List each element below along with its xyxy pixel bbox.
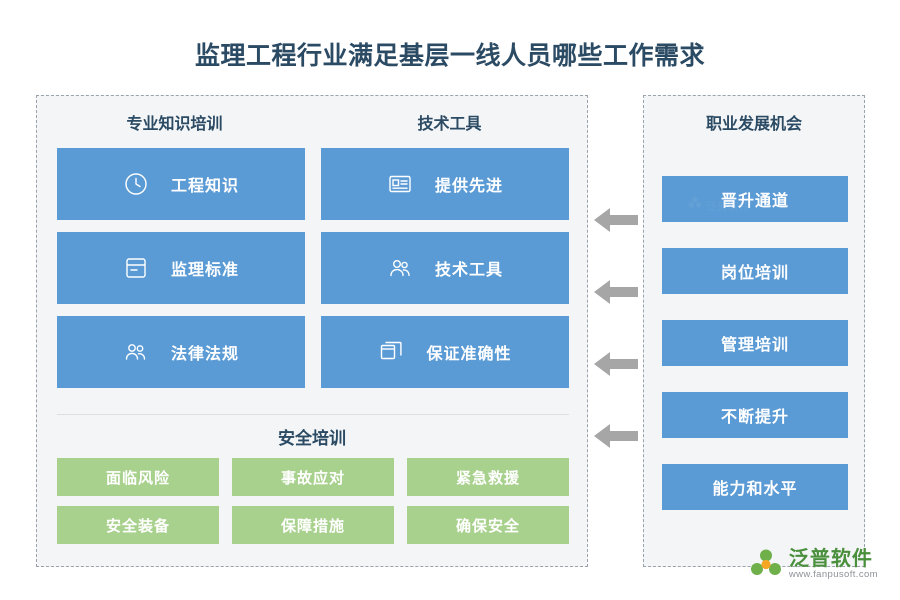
career-item-promotion[interactable]: 晋升通道 bbox=[662, 176, 848, 222]
left-column-headers: 专业知识培训 技术工具 bbox=[37, 110, 587, 134]
section-divider bbox=[57, 414, 569, 415]
cell-laws-regulations[interactable]: 法律法规 bbox=[57, 316, 305, 388]
safety-training-title: 安全培训 bbox=[278, 429, 346, 448]
cell-label: 监理标准 bbox=[170, 262, 239, 279]
logo-flower-icon bbox=[750, 548, 782, 580]
users-icon bbox=[387, 255, 413, 281]
people-icon bbox=[123, 339, 149, 365]
career-item-management-training[interactable]: 管理培训 bbox=[662, 320, 848, 366]
windows-icon bbox=[378, 339, 404, 365]
cell-technical-tools[interactable]: 技术工具 bbox=[321, 232, 569, 304]
career-item-continuous-improvement[interactable]: 不断提升 bbox=[662, 392, 848, 438]
grid-column-tools: 提供先进 技术工具 bbox=[321, 148, 569, 388]
safety-row: 面临风险 事故应对 紧急救援 bbox=[57, 458, 569, 496]
logo-url: www.fanpusoft.com bbox=[788, 568, 878, 580]
right-panel-title: 职业发展机会 bbox=[705, 116, 802, 133]
safety-row: 安全装备 保障措施 确保安全 bbox=[57, 506, 569, 544]
safety-cell-accident-response[interactable]: 事故应对 bbox=[232, 458, 394, 496]
document-icon bbox=[123, 255, 149, 281]
logo-name: 泛普软件 bbox=[788, 547, 873, 570]
safety-grid: 面临风险 事故应对 紧急救援 安全装备 保障措施 确保安全 bbox=[57, 458, 569, 544]
safety-cell-measures[interactable]: 保障措施 bbox=[232, 506, 394, 544]
cell-label: 法律法规 bbox=[170, 346, 239, 363]
grid-column-knowledge: 工程知识 监理标准 bbox=[57, 148, 305, 388]
brand-logo: 泛普软件 www.fanpusoft.com bbox=[750, 548, 878, 580]
cell-label: 技术工具 bbox=[434, 262, 503, 279]
safety-cell-equipment[interactable]: 安全装备 bbox=[57, 506, 219, 544]
page-title: 监理工程行业满足基层一线人员哪些工作需求 bbox=[194, 42, 705, 70]
safety-cell-emergency-rescue[interactable]: 紧急救援 bbox=[407, 458, 569, 496]
column-header-knowledge: 专业知识培训 bbox=[126, 116, 223, 133]
cell-label: 工程知识 bbox=[170, 178, 239, 195]
arrow-left-icon bbox=[594, 349, 638, 379]
logo-text: 泛普软件 www.fanpusoft.com bbox=[788, 547, 878, 580]
arrow-left-icon bbox=[594, 277, 638, 307]
arrow-left-icon bbox=[594, 421, 638, 451]
left-grid: 工程知识 监理标准 bbox=[57, 148, 569, 388]
cell-provide-advanced[interactable]: 提供先进 bbox=[321, 148, 569, 220]
right-panel: 职业发展机会 晋升通道 岗位培训 管理培训 不断提升 能力和水平 bbox=[643, 95, 865, 567]
left-panel: 专业知识培训 技术工具 工程知识 bbox=[36, 95, 588, 567]
cell-supervision-standard[interactable]: 监理标准 bbox=[57, 232, 305, 304]
cell-label: 提供先进 bbox=[434, 178, 503, 195]
cell-label: 保证准确性 bbox=[426, 346, 512, 363]
clock-icon bbox=[123, 171, 149, 197]
career-item-post-training[interactable]: 岗位培训 bbox=[662, 248, 848, 294]
career-item-capability-level[interactable]: 能力和水平 bbox=[662, 464, 848, 510]
career-list: 晋升通道 岗位培训 管理培训 不断提升 能力和水平 bbox=[662, 176, 848, 510]
arrow-left-icon bbox=[594, 205, 638, 235]
id-card-icon bbox=[387, 171, 413, 197]
cell-engineering-knowledge[interactable]: 工程知识 bbox=[57, 148, 305, 220]
arrow-group bbox=[594, 205, 640, 493]
cell-ensure-accuracy[interactable]: 保证准确性 bbox=[321, 316, 569, 388]
column-header-tools: 技术工具 bbox=[417, 116, 482, 133]
safety-cell-ensure-safety[interactable]: 确保安全 bbox=[407, 506, 569, 544]
safety-cell-risk[interactable]: 面临风险 bbox=[57, 458, 219, 496]
